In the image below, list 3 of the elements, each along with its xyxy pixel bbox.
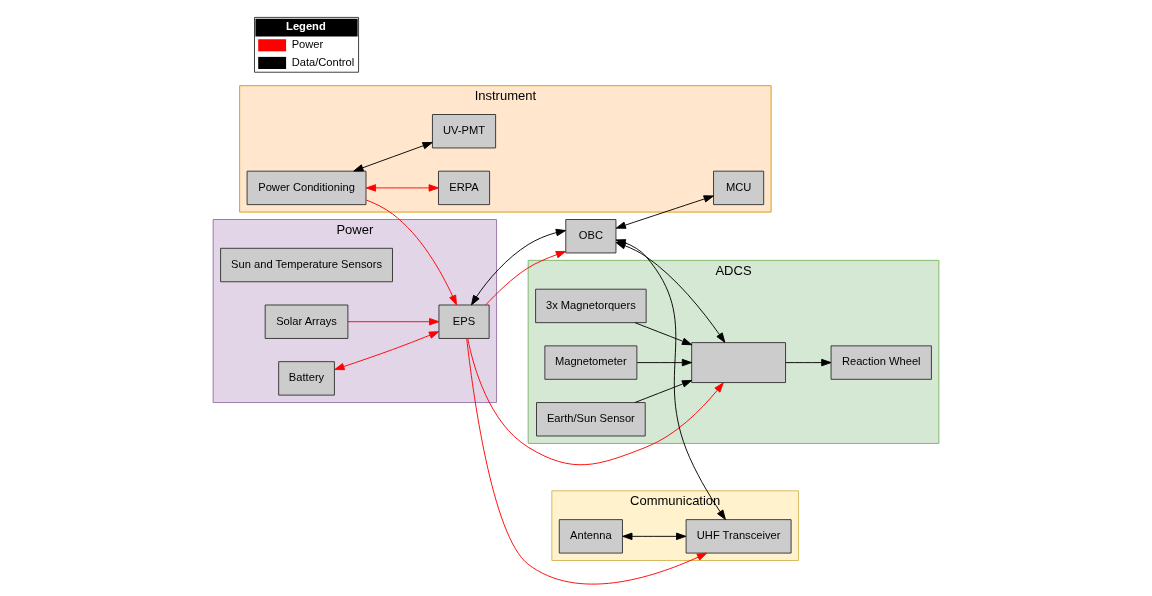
legend-label: Power bbox=[291, 38, 324, 51]
label: Legend bbox=[286, 19, 326, 32]
legend-label: Data/Control bbox=[291, 55, 355, 68]
